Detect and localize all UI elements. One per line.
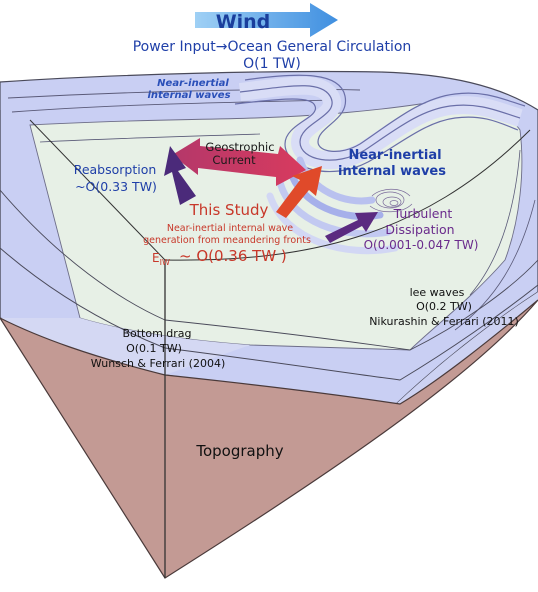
geostrophic-label-line1: Geostrophic — [205, 140, 274, 154]
topography-label: Topography — [195, 442, 283, 460]
lee-waves-label-line1: lee waves — [410, 286, 465, 299]
turbulence-swirl — [369, 188, 413, 213]
ocean-surface — [0, 70, 538, 406]
topography — [0, 119, 538, 579]
eiw-value: ~ O(0.36 TW ) — [179, 247, 287, 265]
lee-waves-label-line3: Nikurashin & Ferrari (2011) — [369, 315, 519, 328]
reabsorption-label-line1: Reabsorption — [74, 162, 157, 177]
turbulent-label-line3: O(0.001-0.047 TW) — [364, 238, 479, 252]
eiw-symbol-letter: E — [152, 251, 160, 265]
wind-label: Wind — [216, 11, 271, 33]
eiw-symbol: EIW — [152, 251, 170, 267]
eiw-subscript: IW — [160, 258, 170, 267]
turbulent-label-line1: Turbulent — [393, 206, 453, 221]
reabsorption-label-line2: ~O(0.33 TW) — [75, 179, 157, 194]
study-description-line1: Near-inertial internal wave — [167, 223, 293, 234]
bottom-drag-label-line1: Bottom drag — [122, 327, 191, 340]
this-study-label: This Study — [189, 201, 269, 219]
study-description-line2: generation from meandering fronts — [143, 235, 311, 246]
near-inertial-main-line1: Near-inertial — [348, 148, 441, 163]
meandering-front — [234, 74, 526, 173]
near-inertial-top-line2: internal waves — [147, 90, 230, 101]
turbulent-label-line2: Dissipation — [385, 222, 454, 237]
reabsorption-arrow — [164, 146, 196, 205]
power-input-value: O(1 TW) — [243, 56, 301, 72]
geostrophic-label-line2: Current — [212, 153, 256, 167]
geostrophic-current-arrow — [172, 138, 306, 186]
power-input-label: Power Input→Ocean General Circulation — [133, 39, 412, 55]
near-inertial-main-line2: internal waves — [338, 164, 446, 179]
dissipation-arrow — [325, 212, 378, 243]
bottom-drag-label-line3: Wunsch & Ferrari (2004) — [91, 357, 226, 370]
generation-arrow — [276, 166, 322, 218]
wind-arrow — [195, 3, 338, 37]
near-inertial-top-line1: Near-inertial — [157, 78, 229, 89]
bottom-drag-label-line2: O(0.1 TW) — [126, 342, 182, 355]
lee-waves-label-line2: O(0.2 TW) — [416, 300, 472, 313]
